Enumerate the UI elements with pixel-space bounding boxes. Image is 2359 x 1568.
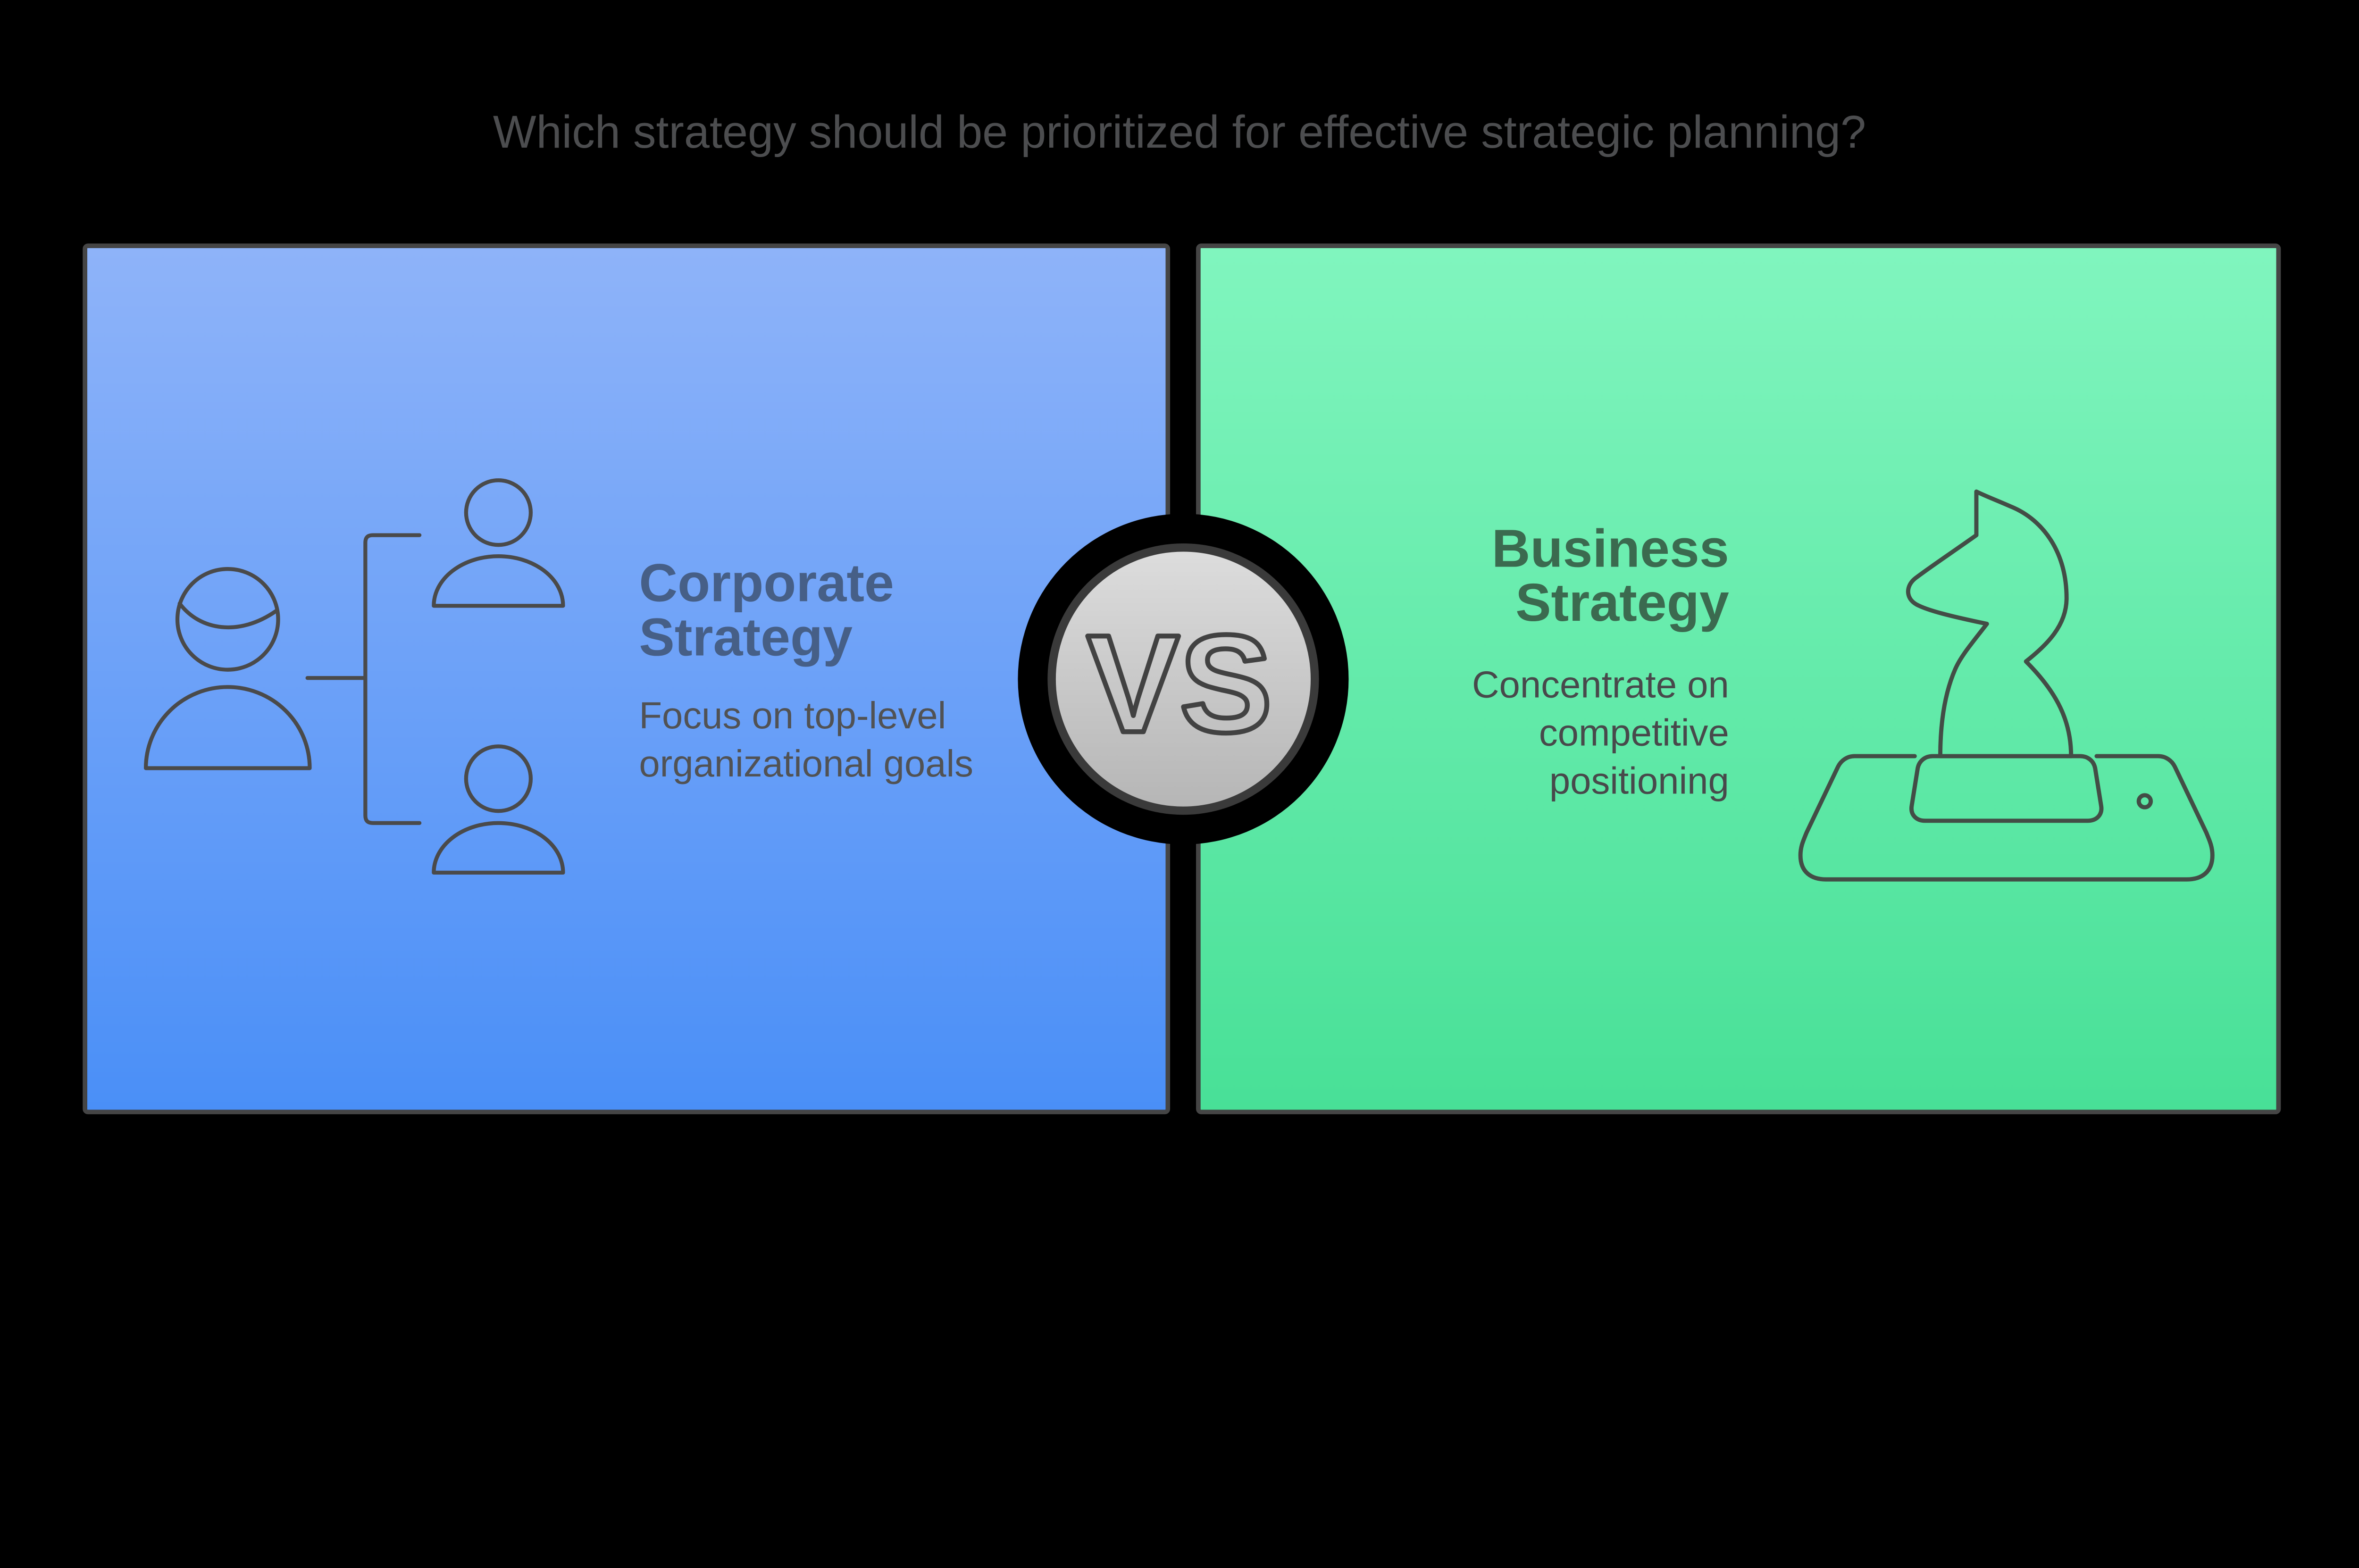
vs-badge: VS (1018, 514, 1349, 845)
knight-base (1909, 754, 2104, 823)
chess-knight-icon (1798, 489, 2215, 882)
org-chart-leader-head (175, 567, 280, 672)
org-chart-member-top-head (464, 478, 533, 547)
left-panel-heading: Corporate Strategy (639, 553, 894, 667)
org-chart-leader-body (143, 685, 312, 770)
panel-business-strategy: Business Strategy Concentrate on competi… (1196, 243, 2281, 1115)
left-panel-description: Focus on top-level organizational goals (639, 694, 974, 785)
vs-label: VS (1087, 606, 1272, 761)
vs-badge-disc (1047, 543, 1319, 815)
org-chart-icon (143, 478, 565, 875)
org-chart-member-top-body (432, 554, 565, 608)
org-chart-bracket (363, 533, 422, 825)
knight-piece (1906, 489, 2074, 759)
right-panel-heading: Business Strategy (1491, 518, 1729, 633)
org-chart-leader-hair (177, 601, 278, 630)
org-chart-member-bottom-body (432, 821, 565, 875)
org-chart-member-bottom-head (464, 744, 533, 813)
knight-platform-dot (2136, 793, 2153, 809)
question-title: Which strategy should be prioritized for… (493, 106, 1866, 158)
panel-corporate-strategy: Corporate Strategy Focus on top-level or… (83, 243, 1171, 1115)
right-panel-description: Concentrate on competitive positioning (1472, 663, 1729, 802)
infographic-canvas: Which strategy should be prioritized for… (83, 106, 2281, 1115)
knight-platform (1798, 754, 2215, 882)
